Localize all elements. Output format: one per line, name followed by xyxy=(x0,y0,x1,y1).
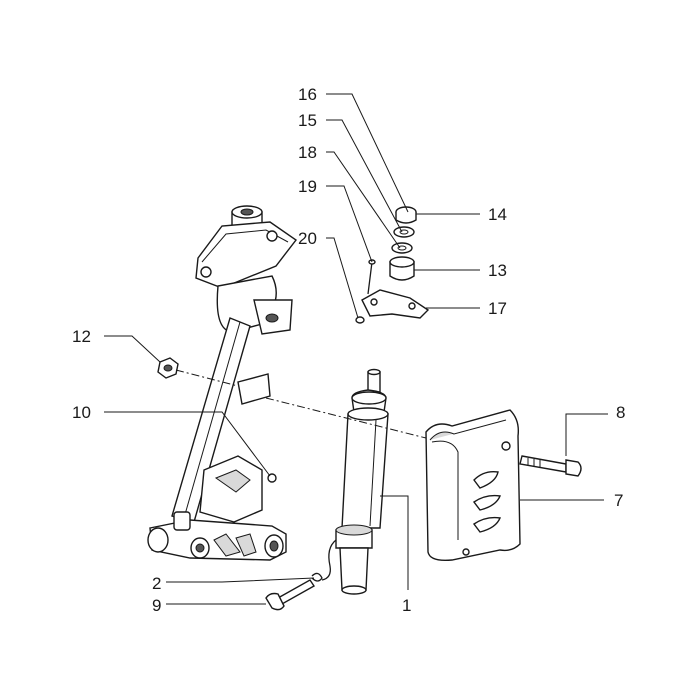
leader-lines xyxy=(104,93,608,605)
nut-part-12 xyxy=(157,357,179,379)
bracket-part-17 xyxy=(361,289,430,319)
label-7: 7 xyxy=(614,491,623,510)
label-15: 15 xyxy=(298,111,317,130)
steering-column-assembly xyxy=(147,205,298,561)
label-19: 19 xyxy=(298,177,317,196)
assembly-lines xyxy=(175,369,427,439)
label-10: 10 xyxy=(72,403,91,422)
label-14: 14 xyxy=(488,205,507,224)
shield-cover xyxy=(425,409,521,562)
label-2: 2 xyxy=(152,574,161,593)
label-16: 16 xyxy=(298,85,317,104)
part-labels: 1 2 7 8 9 10 12 13 14 15 16 17 18 19 20 xyxy=(72,85,625,615)
label-12: 12 xyxy=(72,327,91,346)
label-13: 13 xyxy=(488,261,507,280)
washer-part-20 xyxy=(355,316,365,324)
bolt-part-9 xyxy=(265,579,316,611)
label-20: 20 xyxy=(298,229,317,248)
label-9: 9 xyxy=(152,596,161,615)
washer-part-2 xyxy=(311,572,323,582)
shock-absorber xyxy=(321,368,389,595)
label-8: 8 xyxy=(616,403,625,422)
label-18: 18 xyxy=(298,143,317,162)
screw-part-19 xyxy=(367,259,376,295)
bushing-stack xyxy=(389,206,417,281)
label-1: 1 xyxy=(402,596,411,615)
label-17: 17 xyxy=(488,299,507,318)
bolt-part-8 xyxy=(519,455,582,477)
